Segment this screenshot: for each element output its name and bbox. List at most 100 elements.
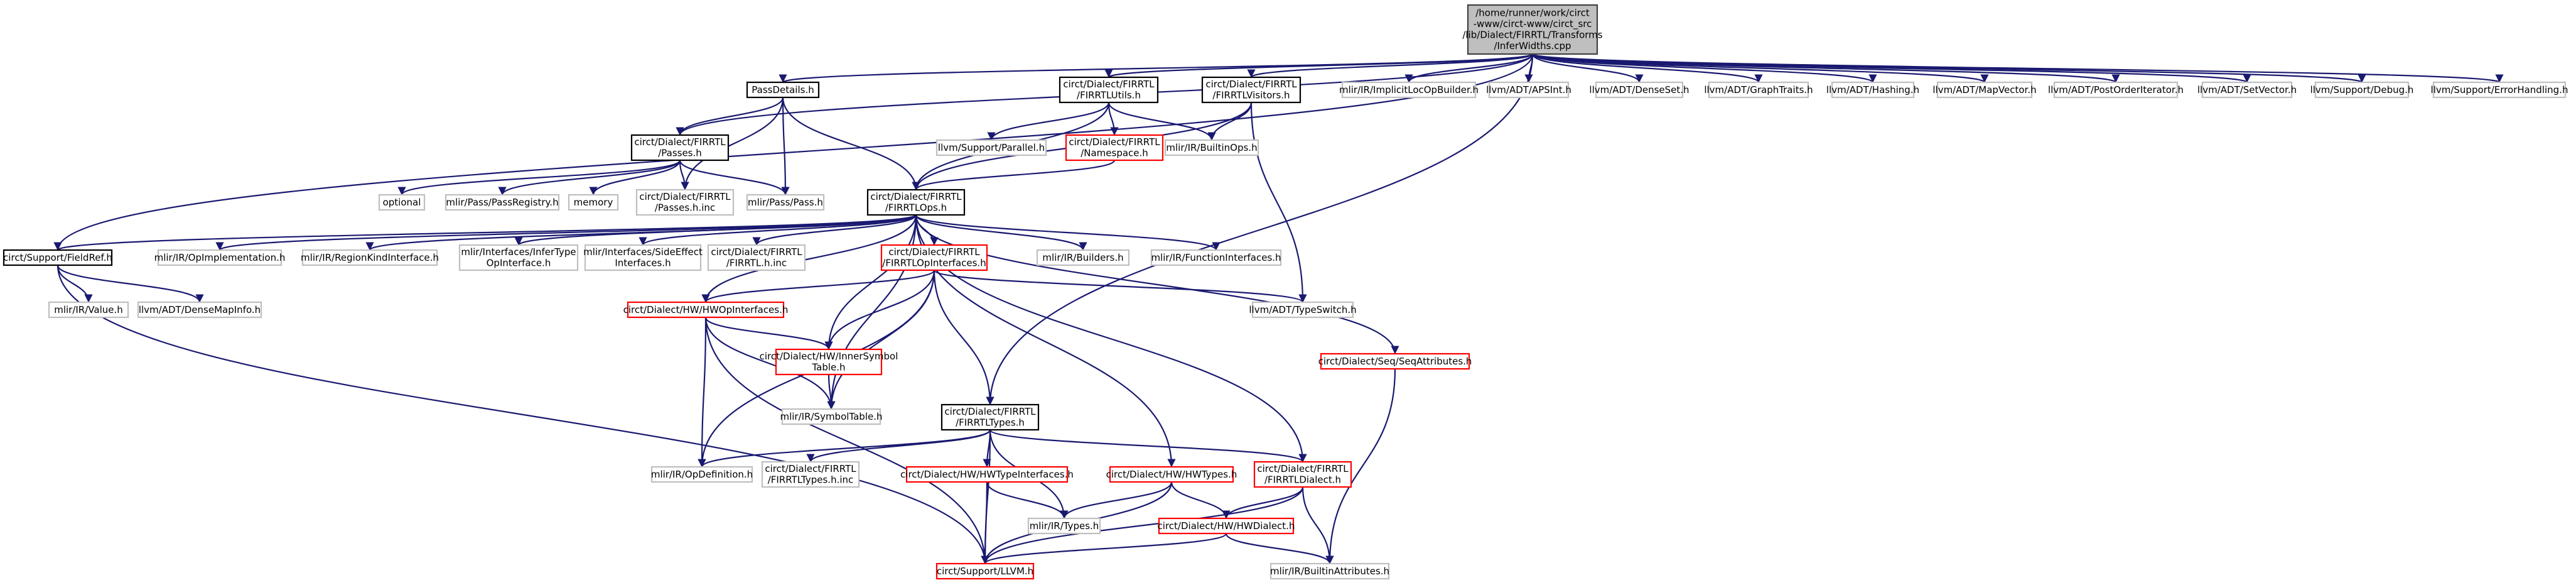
node-label-densemapinfo-0: llvm/ADT/DenseMapInfo.h bbox=[139, 304, 261, 315]
edge-firrtlops-to-opimpl bbox=[215, 214, 917, 251]
node-box-irtypes bbox=[1027, 517, 1101, 535]
edge-opinterfaces-to-symboltable bbox=[827, 270, 935, 410]
node-mapvector: llvm/ADT/MapVector.h bbox=[1932, 81, 2037, 99]
node-hwdialect[interactable]: circt/Dialect/HW/HWDialect.h bbox=[1158, 517, 1295, 535]
edge-hwopinterfaces-to-innersymbol bbox=[704, 317, 833, 350]
edge-hwdialect-to-builtinattrs bbox=[1225, 533, 1334, 564]
node-label-firrtldialect-0: circt/Dialect/FIRRTL bbox=[1257, 463, 1349, 474]
node-label-namespace-0: circt/Dialect/FIRRTL bbox=[1069, 136, 1160, 148]
node-box-firrtltypesinc bbox=[761, 461, 860, 488]
node-firrtldialect[interactable]: circt/Dialect/FIRRTL/FIRRTLDialect.h bbox=[1253, 461, 1352, 488]
node-box-hwtypeinterfaces bbox=[905, 466, 1069, 483]
edge-opinterfaces-to-firrtltypes bbox=[933, 270, 994, 405]
node-label-firrtlops-0: circt/Dialect/FIRRTL bbox=[870, 191, 962, 202]
node-box-firrtlhinc bbox=[707, 244, 806, 271]
node-hwtypeinterfaces[interactable]: circt/Dialect/HW/HWTypeInterfaces.h bbox=[900, 466, 1074, 483]
node-label-errorhandling-0: llvm/Support/ErrorHandling.h bbox=[2431, 84, 2568, 96]
edge-hwopinterfaces-to-opdefinition bbox=[698, 317, 707, 467]
node-label-firrtldialect-1: /FIRRTLDialect.h bbox=[1264, 474, 1341, 486]
node-box-root bbox=[1467, 4, 1598, 55]
node-label-passh-0: mlir/Pass/Pass.h bbox=[748, 197, 823, 208]
edge-hwtypeinterfaces-to-irtypes bbox=[986, 481, 1069, 519]
node-apsint: llvm/ADT/APSInt.h bbox=[1486, 81, 1571, 99]
node-label-opimpl-0: mlir/IR/OpImplementation.h bbox=[154, 252, 286, 263]
edge-passes-to-passesinc bbox=[679, 160, 689, 190]
node-root[interactable]: /home/runner/work/circt-www/circt-www/ci… bbox=[1462, 4, 1603, 55]
node-box-optional bbox=[378, 194, 426, 211]
edge-namespace-to-firrtlops bbox=[912, 160, 1116, 190]
edge-hwtypes-to-irtypes bbox=[1060, 481, 1173, 519]
node-label-opinterfaces-1: /FIRRTLOpInterfaces.h bbox=[882, 258, 986, 269]
node-hwopinterfaces[interactable]: circt/Dialect/HW/HWOpInterfaces.h bbox=[623, 301, 789, 319]
node-label-seqattrs-0: circt/Dialect/Seq/SeqAttributes.h bbox=[1318, 356, 1472, 367]
node-box-symboltable bbox=[781, 408, 881, 425]
edge-hwdialect-to-llvmh bbox=[981, 532, 1227, 565]
edge-passes-to-passh bbox=[679, 160, 790, 195]
node-opinterfaces[interactable]: circt/Dialect/FIRRTL/FIRRTLOpInterfaces.… bbox=[880, 244, 988, 271]
node-label-apsint-0: llvm/ADT/APSInt.h bbox=[1486, 84, 1571, 96]
node-label-root-3: /InferWidths.cpp bbox=[1494, 40, 1571, 52]
node-debug: llvm/Support/Debug.h bbox=[2310, 81, 2414, 99]
node-label-fieldref-0: circt/Support/FieldRef.h bbox=[3, 252, 112, 263]
node-opdefinition: mlir/IR/OpDefinition.h bbox=[651, 466, 753, 483]
node-label-firrtlvisitors-1: /FIRRTLVisitors.h bbox=[1212, 90, 1290, 101]
edge-hwopinterfaces-to-symboltable bbox=[704, 317, 836, 410]
node-box-sideeffect bbox=[584, 244, 702, 271]
node-label-debug-0: llvm/Support/Debug.h bbox=[2310, 84, 2414, 96]
node-label-parallel-0: llvm/Support/Parallel.h bbox=[938, 142, 1045, 153]
node-passesinc: circt/Dialect/FIRRTL/Passes.h.inc bbox=[635, 189, 735, 216]
node-label-namespace-1: /Namespace.h bbox=[1081, 148, 1148, 159]
node-label-opdefinition-0: mlir/IR/OpDefinition.h bbox=[651, 469, 753, 480]
node-label-hwtypeinterfaces-0: circt/Dialect/HW/HWTypeInterfaces.h bbox=[900, 469, 1074, 480]
node-box-memory bbox=[568, 194, 619, 211]
edge-root-to-implicitloc bbox=[1404, 53, 1534, 83]
edge-firrtldialect-to-hwdialect bbox=[1222, 486, 1304, 519]
node-box-apsint bbox=[1488, 81, 1570, 99]
edge-firrtlvisitors-to-typeswitch bbox=[1250, 102, 1307, 303]
node-builders: mlir/IR/Builders.h bbox=[1036, 249, 1130, 266]
node-box-opimpl bbox=[157, 249, 283, 266]
node-llvmh[interactable]: circt/Support/LLVM.h bbox=[935, 562, 1035, 580]
node-label-funcinterfaces-0: mlir/IR/FunctionInterfaces.h bbox=[1151, 252, 1281, 263]
node-firrtlutils[interactable]: circt/Dialect/FIRRTL/FIRRTLUtils.h bbox=[1059, 76, 1159, 104]
node-label-passes-0: circt/Dialect/FIRRTL bbox=[634, 136, 726, 148]
node-label-value-0: mlir/IR/Value.h bbox=[54, 304, 123, 315]
node-box-seqattrs bbox=[1320, 353, 1470, 370]
node-firrtltypes[interactable]: circt/Dialect/FIRRTL/FIRRTLTypes.h bbox=[940, 403, 1040, 431]
node-label-root-1: -www/circt-www/circt_src bbox=[1474, 18, 1592, 30]
edge-passes-to-passregistry bbox=[498, 160, 681, 195]
node-box-parallel bbox=[935, 139, 1047, 156]
node-label-root-0: /home/runner/work/circt bbox=[1475, 8, 1590, 19]
node-hwtypes[interactable]: circt/Dialect/HW/HWTypes.h bbox=[1106, 466, 1237, 483]
node-passdetails[interactable]: PassDetails.h bbox=[746, 81, 820, 99]
node-box-postorder bbox=[2053, 81, 2179, 99]
node-label-builders-0: mlir/IR/Builders.h bbox=[1042, 252, 1123, 263]
node-optional: optional bbox=[378, 194, 426, 211]
node-label-innersymbol-1: Table.h bbox=[811, 362, 845, 373]
node-label-sideeffect-0: mlir/Interfaces/SideEffect bbox=[583, 246, 703, 258]
node-box-passes bbox=[630, 134, 730, 161]
node-box-graphtraits bbox=[1708, 81, 1809, 99]
edge-root-to-errorhandling bbox=[1531, 53, 2503, 84]
edge-passdetails-to-firrtlops bbox=[782, 97, 920, 190]
node-label-firrtlops-1: /FIRRTLOps.h bbox=[885, 202, 947, 214]
node-firrtlvisitors[interactable]: circt/Dialect/FIRRTL/FIRRTLVisitors.h bbox=[1201, 76, 1301, 104]
edge-firrtldialect-to-builtinattrs bbox=[1301, 486, 1334, 564]
node-fieldref[interactable]: circt/Support/FieldRef.h bbox=[3, 249, 113, 266]
node-graphtraits: llvm/ADT/GraphTraits.h bbox=[1704, 81, 1813, 99]
node-box-hwopinterfaces bbox=[627, 301, 785, 319]
node-label-denseset-0: llvm/ADT/DenseSet.h bbox=[1589, 84, 1689, 96]
node-firrtlops[interactable]: circt/Dialect/FIRRTL/FIRRTLOps.h bbox=[866, 189, 966, 216]
node-passes[interactable]: circt/Dialect/FIRRTL/Passes.h bbox=[630, 134, 730, 161]
node-label-innersymbol-0: circt/Dialect/HW/InnerSymbol bbox=[760, 351, 898, 362]
node-label-firrtlutils-1: /FIRRTLUtils.h bbox=[1077, 90, 1141, 101]
node-label-hwdialect-0: circt/Dialect/HW/HWDialect.h bbox=[1158, 520, 1295, 532]
edge-fieldref-to-densemapinfo bbox=[57, 265, 204, 303]
edge-passes-to-optional bbox=[397, 160, 681, 195]
node-namespace[interactable]: circt/Dialect/FIRRTL/Namespace.h bbox=[1065, 134, 1164, 161]
node-label-passes-1: /Passes.h bbox=[658, 148, 702, 159]
node-seqattrs[interactable]: circt/Dialect/Seq/SeqAttributes.h bbox=[1318, 353, 1472, 370]
node-box-passdetails bbox=[746, 81, 820, 99]
edge-root-to-graphtraits bbox=[1531, 53, 1763, 84]
